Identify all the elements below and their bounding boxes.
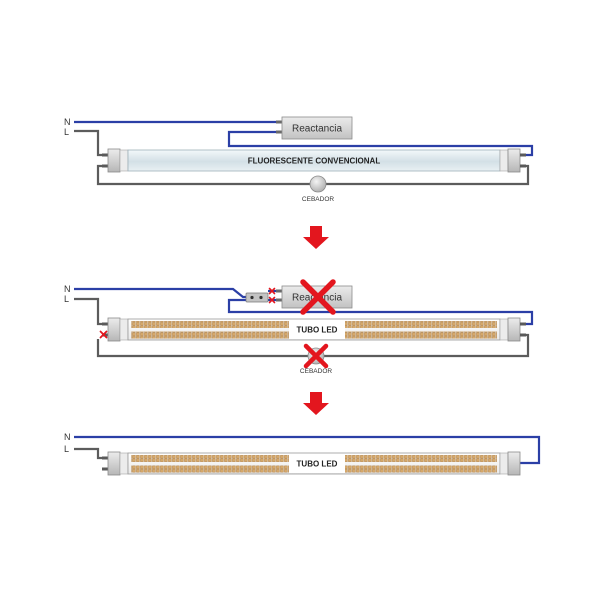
ballast-to-tube-wire bbox=[227, 130, 534, 157]
tube-pin-left-bottom bbox=[102, 164, 108, 168]
live-label: L bbox=[64, 444, 69, 454]
tube-pin-left-bottom bbox=[102, 467, 108, 471]
tube-pin-left-top bbox=[102, 153, 108, 157]
led-tube: TUBO LED bbox=[102, 451, 521, 476]
tube-band-right bbox=[499, 149, 509, 172]
tube-cap-right bbox=[507, 148, 521, 173]
led-tube: TUBO LED bbox=[102, 317, 526, 342]
tube-label-plate bbox=[289, 454, 345, 473]
tube-cap-left bbox=[107, 148, 121, 173]
ballast: Reactancia bbox=[276, 279, 353, 315]
neutral-wire bbox=[74, 287, 246, 299]
ballast-terminal-bottom bbox=[276, 298, 282, 302]
neutral-label: N bbox=[64, 117, 71, 127]
fluorescent-tube: FLUORESCENTE CONVENCIONAL bbox=[102, 148, 526, 173]
live-wire bbox=[74, 297, 102, 326]
ballast-terminal-top bbox=[276, 289, 282, 293]
starter-wire-right bbox=[326, 164, 530, 186]
tube-pin-right-bottom bbox=[520, 164, 526, 168]
live-wire bbox=[74, 447, 102, 460]
cross-icon bbox=[268, 287, 276, 295]
tube-band-left bbox=[119, 452, 129, 475]
tube-pin-right-top bbox=[520, 153, 526, 157]
live-wire bbox=[74, 129, 102, 157]
starter-label: CEBADOR bbox=[302, 196, 334, 203]
connector-screw-right bbox=[259, 295, 263, 300]
tube-cap-left bbox=[107, 451, 121, 476]
tube-pin-left-top bbox=[102, 456, 108, 460]
live-label: L bbox=[64, 127, 69, 137]
connector-screw-left bbox=[250, 295, 254, 300]
neutral-label: N bbox=[64, 284, 71, 294]
cross-icon bbox=[268, 296, 276, 304]
tube-cap-right bbox=[507, 451, 521, 476]
cross-icon bbox=[300, 279, 336, 315]
ballast-terminal-bottom bbox=[276, 130, 282, 134]
tube-cap-left bbox=[107, 317, 121, 342]
tube-band-left bbox=[119, 149, 129, 172]
ballast-body bbox=[281, 116, 353, 140]
tube-pin-left-top bbox=[102, 322, 108, 326]
diagram-conventional-fluorescent: N L Reactancia FLUORESCENTE CONVENCIONAL… bbox=[64, 116, 534, 203]
connector-block bbox=[245, 292, 269, 303]
tube-pin-right-bottom bbox=[520, 333, 526, 337]
tube-pin-right-top bbox=[520, 322, 526, 326]
tube-label: FLUORESCENTE CONVENCIONAL bbox=[248, 157, 381, 166]
down-arrow-icon bbox=[303, 392, 329, 415]
ballast: Reactancia bbox=[276, 116, 353, 140]
tube-label-plate bbox=[289, 320, 345, 339]
ballast-terminal-top bbox=[276, 120, 282, 124]
tube-band-right bbox=[499, 452, 509, 475]
starter-wire-left bbox=[96, 164, 310, 186]
cross-icon bbox=[268, 287, 276, 304]
tube-label: TUBO LED bbox=[297, 460, 338, 469]
ballast-label: Reactancia bbox=[292, 124, 342, 135]
diagram-led-direct: N L TUBO LED bbox=[64, 432, 541, 476]
diagram-conversion: N L Reactancia bbox=[64, 279, 534, 375]
tube-cap-right bbox=[507, 317, 521, 342]
tube-label: TUBO LED bbox=[297, 326, 338, 335]
bypass-wire bbox=[227, 298, 534, 326]
live-label: L bbox=[64, 294, 69, 304]
neutral-label: N bbox=[64, 432, 71, 442]
cross-icon bbox=[303, 343, 329, 369]
down-arrow-icon bbox=[303, 226, 329, 249]
starter-wire-left bbox=[96, 339, 308, 358]
neutral-wire bbox=[74, 435, 541, 465]
tube-band-left bbox=[119, 318, 129, 341]
starter-wire-right bbox=[324, 333, 530, 358]
starter bbox=[309, 175, 327, 193]
terminal-connector bbox=[245, 292, 269, 303]
starter-label: CEBADOR bbox=[300, 368, 332, 375]
cross-icon bbox=[99, 330, 108, 339]
tube-band-right bbox=[499, 318, 509, 341]
